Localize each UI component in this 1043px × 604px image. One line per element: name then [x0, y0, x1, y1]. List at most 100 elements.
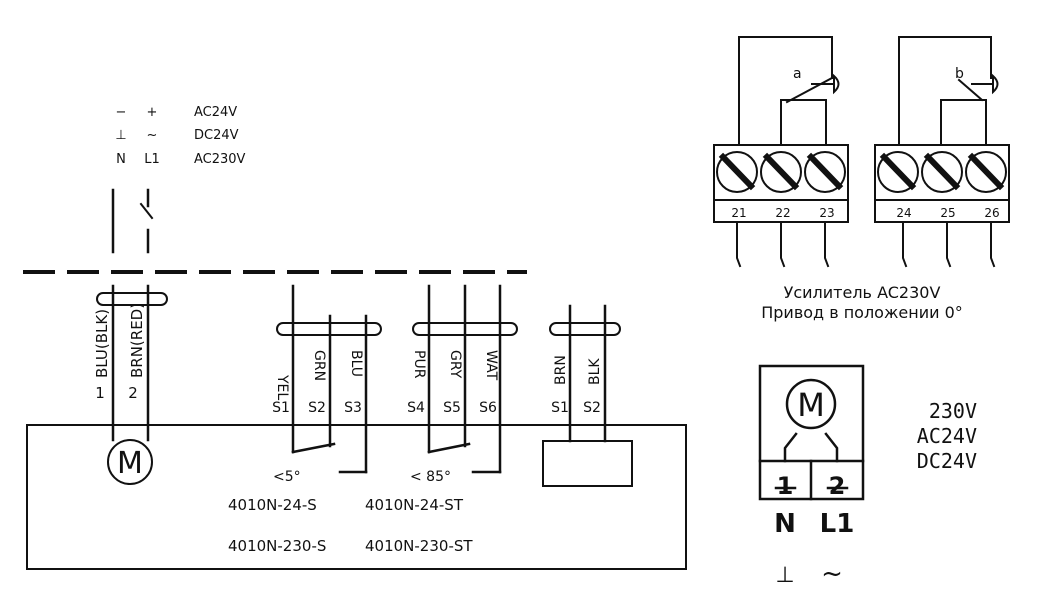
- switch-1-terminal-s1: S1: [272, 400, 290, 416]
- switch-2-color-wat: WAT: [483, 350, 499, 381]
- terminal-23: 23: [819, 206, 834, 220]
- feedback-sleeve: [549, 322, 621, 336]
- feedback-color-blk: BLK: [587, 358, 603, 385]
- screw-25-slot: [923, 152, 961, 191]
- relay-block-1: a 21 22 23: [713, 36, 849, 268]
- motor-terminal-circle: [785, 378, 837, 430]
- screw-23: [804, 151, 846, 193]
- switch-1-contact: [291, 442, 336, 454]
- lead-22: [780, 221, 786, 268]
- relay-caption-line2: Привод в положении 0°: [761, 303, 963, 322]
- relay-2-button: [992, 73, 999, 95]
- switch-2-angle: < 85°: [410, 469, 451, 485]
- actuator-housing: [26, 424, 687, 570]
- screw-22-slot: [762, 152, 800, 191]
- switch-2-terminal-s5: S5: [443, 400, 461, 416]
- terminal-21: 21: [731, 206, 746, 220]
- relay-2-common-loop: [898, 36, 992, 146]
- screw-23-slot: [806, 152, 844, 191]
- model-4010n-24-s: 4010N-24-S: [228, 496, 317, 514]
- switch-2-terminal-s4: S4: [407, 400, 425, 416]
- motor-terminal-symbol: M: [797, 386, 825, 424]
- lead-23: [824, 221, 830, 268]
- supply-legend: − + AC24V ⊥ ~ DC24V N L1 AC230V: [115, 105, 245, 167]
- motor-symbol: M: [117, 446, 143, 481]
- switch-1-terminal-s2: S2: [308, 400, 326, 416]
- screw-26-slot: [967, 152, 1005, 191]
- relay-1-button: [833, 73, 840, 95]
- relay-1-contact-loop: [780, 99, 827, 146]
- lead-21: [736, 221, 742, 268]
- feedback-terminal-s1: S1: [551, 400, 569, 416]
- legend-n: N: [116, 152, 126, 167]
- supply-switch-blade: [139, 202, 154, 220]
- motor-voltage-230v: 230V: [929, 399, 977, 423]
- lead-25: [946, 221, 952, 268]
- switch-group-2: PUR GRY WAT S4 S5 S6 < 85°: [407, 284, 518, 485]
- model-4010n-230-s: 4010N-230-S: [228, 537, 326, 555]
- relay-2-housing: [874, 144, 1010, 223]
- motor-voltage-dc24v: DC24V: [917, 449, 977, 473]
- power-wire-2-number: 2: [128, 384, 138, 402]
- motor-pin-2: 2: [829, 472, 846, 500]
- model-4010n-24-st: 4010N-24-ST: [365, 496, 464, 514]
- legend-minus: −: [116, 105, 127, 120]
- legend-tilde-symbol: ~: [147, 128, 158, 143]
- model-list: 4010N-24-S 4010N-24-ST 4010N-230-S 4010N…: [228, 496, 473, 555]
- legend-ground-symbol: ⊥: [115, 128, 126, 143]
- motor-pin-2-label: L1: [820, 509, 855, 539]
- model-4010n-230-st: 4010N-230-ST: [365, 537, 473, 555]
- power-cable-sleeve: [96, 292, 168, 306]
- terminal-26: 26: [984, 206, 999, 220]
- screw-22: [760, 151, 802, 193]
- legend-plus: +: [147, 105, 158, 120]
- relay-caption-line1: Усилитель AC230V: [784, 283, 941, 302]
- power-wire-2-color: BRN(RED): [128, 303, 146, 378]
- switch-2-color-gry: GRY: [447, 350, 463, 379]
- switch-1-angle: <5°: [273, 469, 301, 485]
- switch-group-1: YEL GRN BLU S1 S2 S3 <5°: [272, 284, 382, 485]
- motor-terminal: M 1 2 N L1 ⊥ ~ 230V AC24V DC24V: [758, 364, 977, 589]
- lead-26: [990, 221, 996, 268]
- terminal-24: 24: [896, 206, 911, 220]
- legend-ac230v: AC230V: [194, 152, 246, 167]
- relay-block-2: b 24 25 26: [874, 36, 1010, 268]
- motor-circle: [107, 439, 153, 485]
- relay-1-common-loop: [738, 36, 833, 146]
- feedback-color-brn: BRN: [553, 355, 569, 385]
- relay-1-blade: [785, 76, 834, 104]
- relay-contact-a: a: [793, 66, 802, 82]
- screw-24-slot: [879, 152, 917, 191]
- motor-ground-symbol: ⊥: [775, 563, 794, 588]
- supply-wires: [111, 188, 154, 254]
- feedback-module: [542, 440, 633, 487]
- power-wire-1-number: 1: [95, 384, 105, 402]
- relay-contact-b: b: [955, 66, 964, 82]
- lead-24: [902, 221, 908, 268]
- relay-2-blade: [957, 78, 984, 102]
- motor-lead-2: [824, 432, 839, 463]
- motor-pin-1-label: N: [774, 509, 796, 539]
- feedback-group: BRN BLK S1 S2: [542, 304, 633, 487]
- screw-24: [877, 151, 919, 193]
- switch-1-terminal-s3: S3: [344, 400, 362, 416]
- motor-tilde-symbol: ~: [821, 559, 843, 589]
- power-wire-1-color: BLU(BLK): [93, 309, 111, 378]
- legend-l1: L1: [144, 152, 160, 167]
- screw-25: [921, 151, 963, 193]
- motor-lead-1: [783, 432, 798, 463]
- switch-2-color-pur: PUR: [411, 350, 427, 379]
- legend-dc24v: DC24V: [194, 128, 239, 143]
- switch-1-color-grn: GRN: [311, 350, 327, 381]
- legend-ac24v: AC24V: [194, 105, 237, 120]
- relay-2-contact-loop: [940, 99, 987, 146]
- screw-21-slot: [718, 152, 756, 191]
- motor-pin-1: 1: [777, 472, 794, 500]
- feedback-terminal-s2: S2: [583, 400, 601, 416]
- switch-1-color-blu: BLU: [348, 350, 364, 377]
- screw-21: [716, 151, 758, 193]
- motor-voltage-ac24v: AC24V: [917, 424, 977, 448]
- terminal-25: 25: [940, 206, 955, 220]
